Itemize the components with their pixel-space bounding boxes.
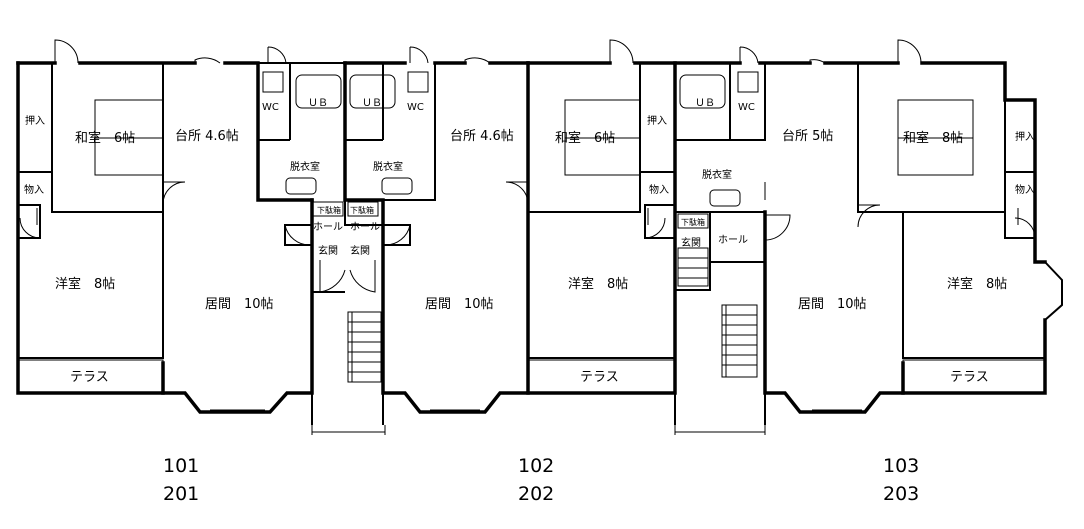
getabako-label: 下駄箱	[681, 217, 705, 227]
ub-label: ＵＢ	[695, 98, 715, 109]
datsuishitsu-label: 脱衣室	[373, 160, 403, 173]
terrace-label: テラス	[950, 370, 989, 385]
getabako-label: 下駄箱	[317, 205, 341, 215]
washitsu-label: 和室 8帖	[903, 130, 963, 146]
wc-label: WC	[738, 102, 755, 113]
wc-label: WC	[407, 102, 424, 113]
terrace-label: テラス	[580, 370, 619, 385]
unit-number-102: 102	[518, 455, 554, 477]
hall-label: ホール	[718, 234, 748, 246]
unit-102-rooms	[526, 39, 677, 395]
datsuishitsu-label: 脱衣室	[290, 160, 320, 173]
ub-label: ＵＢ	[362, 98, 382, 109]
youshitsu-label: 洋室 8帖	[947, 276, 1007, 292]
unit-number-203: 203	[883, 483, 919, 505]
genkan-label: 玄関	[350, 244, 370, 257]
unit-101	[16, 39, 346, 414]
unit-102	[343, 46, 530, 414]
unit-number-103: 103	[883, 455, 919, 477]
wc-label: WC	[262, 102, 279, 113]
labels-unit-3: ＵＢ WC 脱衣室 下駄箱 玄関 ホール 台所 5帖 和室 8帖 押入 物入 居…	[681, 98, 1035, 505]
genkan-label: 玄関	[681, 236, 701, 249]
kitchen-label: 台所 5帖	[782, 129, 833, 144]
ima-label: 居間 10帖	[205, 297, 274, 312]
terrace-label: テラス	[70, 370, 109, 385]
datsuishitsu-label: 脱衣室	[702, 168, 732, 181]
oshiire-label: 押入	[647, 114, 667, 127]
stair-1	[311, 245, 386, 435]
oshiire-label: 押入	[25, 114, 45, 127]
labels-unit-2: ＵＢ WC 脱衣室 下駄箱 ホール 玄関 台所 4.6帖 和室 6帖 押入 物入…	[350, 98, 669, 505]
hall-label: ホール	[313, 221, 343, 233]
ima-label: 居間 10帖	[425, 297, 494, 312]
hall-label: ホール	[350, 221, 380, 233]
washitsu-label: 和室 6帖	[75, 130, 135, 146]
monoire-label: 物入	[1015, 183, 1035, 196]
stair-2	[674, 261, 766, 435]
ub-label: ＵＢ	[308, 98, 328, 109]
unit-103	[673, 39, 1063, 414]
washitsu-label: 和室 6帖	[555, 130, 615, 146]
kitchen-label: 台所 4.6帖	[450, 129, 514, 144]
unit-number-202: 202	[518, 483, 554, 505]
genkan-label: 玄関	[318, 244, 338, 257]
youshitsu-label: 洋室 8帖	[568, 276, 628, 292]
monoire-label: 物入	[649, 183, 669, 196]
oshiire-label: 押入	[1015, 130, 1035, 143]
labels-unit-1: 押入 和室 6帖 台所 4.6帖 WC ＵＢ 脱衣室 物入 下駄箱 ホール 玄関…	[24, 98, 343, 505]
unit-number-201: 201	[163, 483, 199, 505]
monoire-label: 物入	[24, 183, 44, 196]
youshitsu-label: 洋室 8帖	[55, 276, 115, 292]
ima-label: 居間 10帖	[798, 297, 867, 312]
kitchen-label: 台所 4.6帖	[175, 129, 239, 144]
unit-number-101: 101	[163, 455, 199, 477]
getabako-label: 下駄箱	[350, 205, 374, 215]
